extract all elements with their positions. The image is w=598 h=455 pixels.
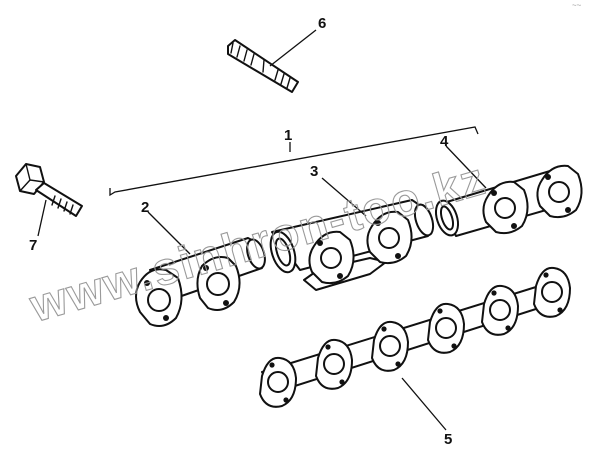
gasket-bolt-hole bbox=[381, 326, 387, 332]
gasket-port bbox=[541, 281, 563, 303]
gasket-port bbox=[323, 353, 345, 375]
manifold-section-part-3 bbox=[269, 199, 435, 291]
gasket-bolt-hole bbox=[505, 325, 511, 331]
callout-5: 5 bbox=[444, 431, 452, 448]
stud-part-6 bbox=[227, 39, 299, 93]
gasket-bolt-hole bbox=[395, 361, 401, 367]
gasket-bolt-hole bbox=[269, 362, 275, 368]
gasket-bolt-hole bbox=[283, 397, 289, 403]
callout-7: 7 bbox=[29, 237, 37, 254]
callout-2: 2 bbox=[141, 199, 149, 216]
gasket-port bbox=[435, 317, 457, 339]
watermark-text: www.sinhron-too.kz bbox=[23, 152, 491, 332]
corner-mark: ~~ bbox=[572, 1, 582, 10]
leader-lines bbox=[37, 29, 487, 431]
gasket-port bbox=[379, 335, 401, 357]
gasket-bolt-hole bbox=[451, 343, 457, 349]
gasket-bolt-hole bbox=[491, 290, 497, 296]
gasket-bolt-hole bbox=[557, 307, 563, 313]
manifold-section-part-2 bbox=[135, 237, 266, 327]
gasket-bolt-hole bbox=[325, 344, 331, 350]
gasket-bolt-hole bbox=[437, 308, 443, 314]
gasket-part-5 bbox=[259, 266, 571, 408]
callout-6: 6 bbox=[318, 15, 326, 32]
gasket-bolt-hole bbox=[543, 272, 549, 278]
gasket-bolt-hole bbox=[339, 379, 345, 385]
assembly-bracket-1 bbox=[109, 126, 479, 197]
bolt-part-7 bbox=[15, 163, 83, 217]
gasket-port bbox=[267, 371, 289, 393]
gasket-port bbox=[489, 299, 511, 321]
callout-3: 3 bbox=[310, 163, 318, 180]
callout-1: 1 bbox=[284, 127, 292, 144]
manifold-section-part-4 bbox=[434, 164, 583, 237]
callout-4: 4 bbox=[440, 133, 449, 150]
